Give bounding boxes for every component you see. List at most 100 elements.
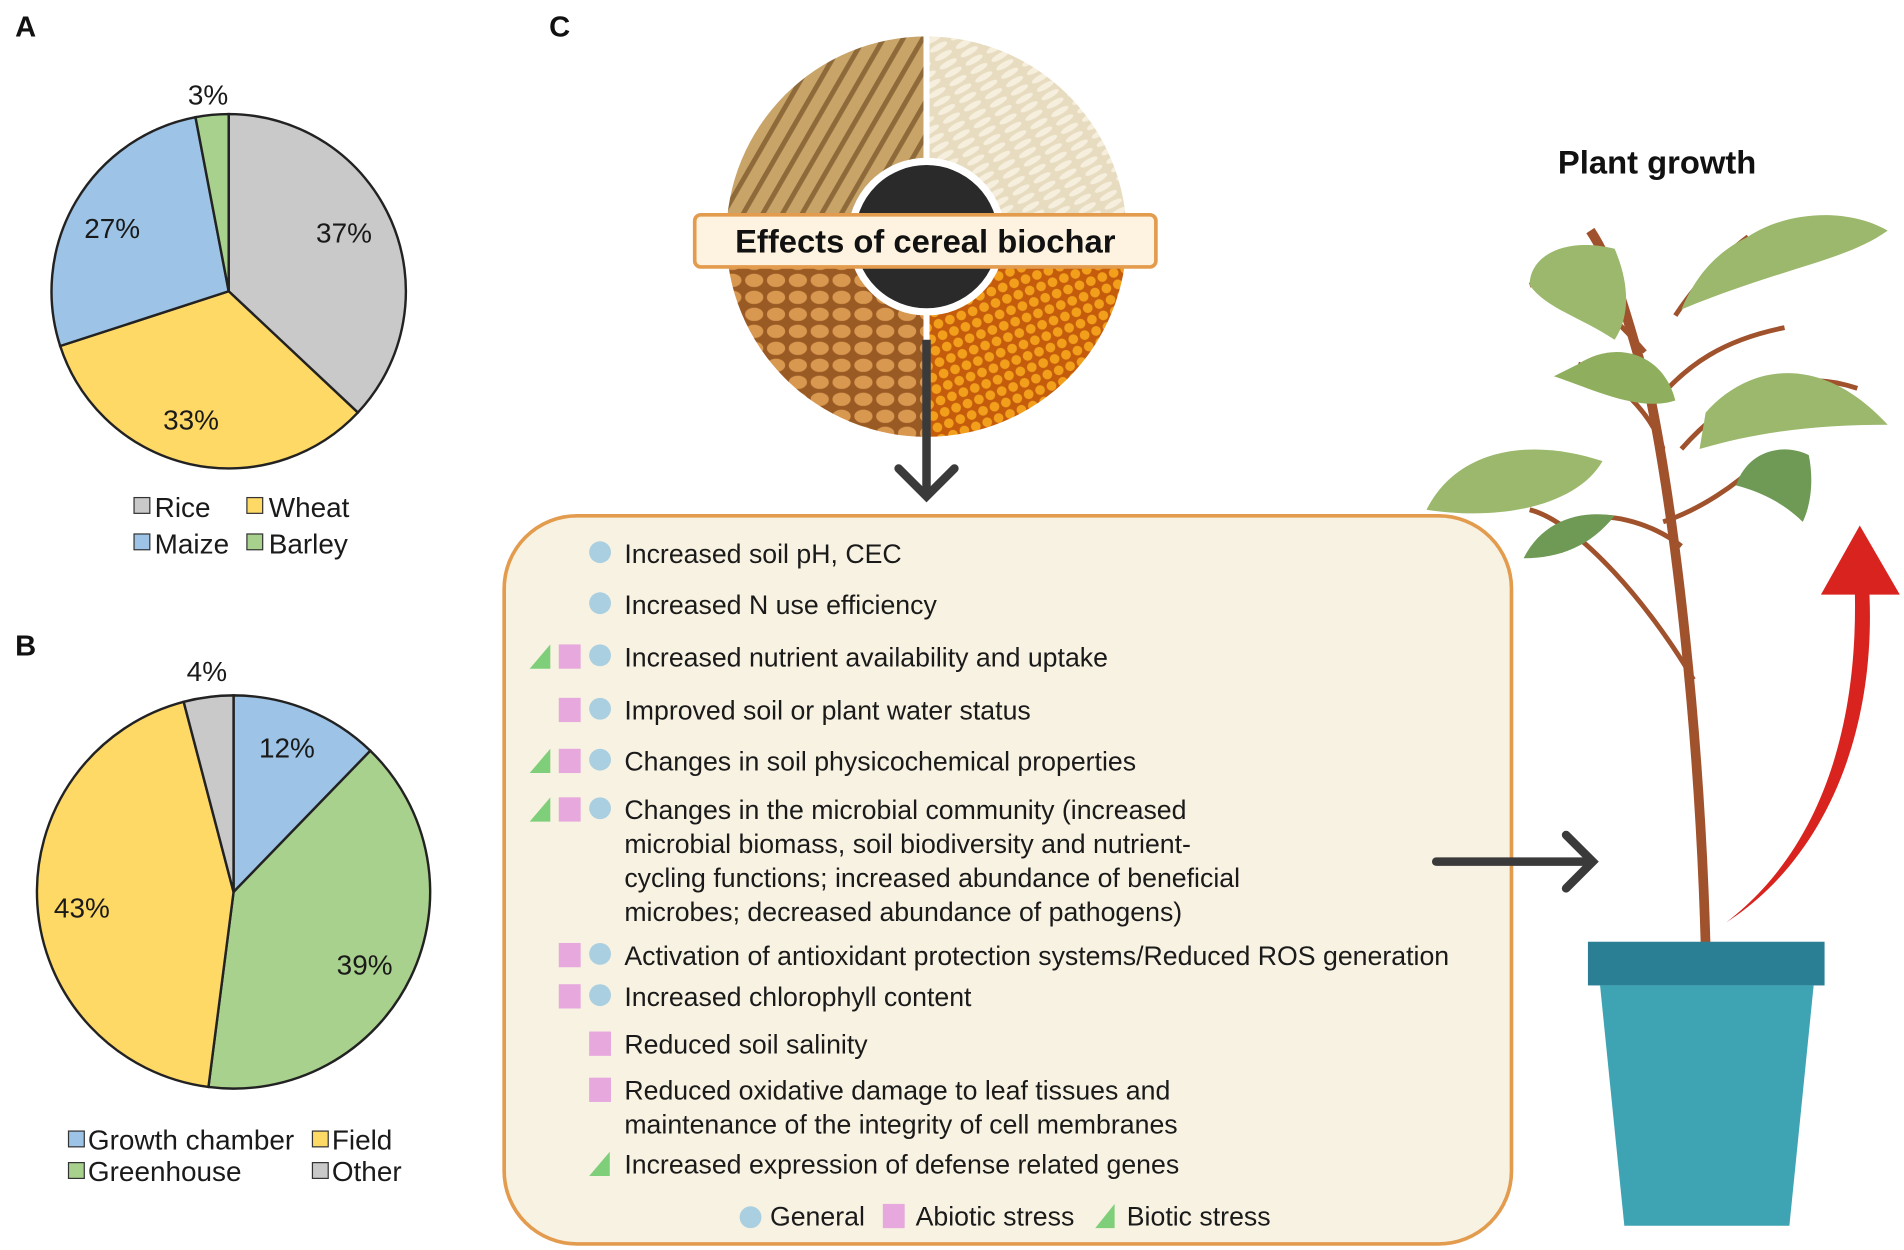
abiotic-icon bbox=[558, 797, 581, 822]
legend-label: Rice bbox=[155, 492, 211, 523]
legend-label: Wheat bbox=[269, 492, 350, 523]
effects-legend: General Abiotic stress Biotic stress bbox=[739, 1202, 1271, 1232]
general-icon bbox=[589, 592, 611, 615]
legend-general: General bbox=[770, 1202, 865, 1232]
effect-item: Changes in soil physicochemical properti… bbox=[529, 747, 1136, 777]
data-label: 3% bbox=[188, 79, 228, 110]
legend-a: Rice Wheat Maize Barley bbox=[133, 492, 350, 559]
cereal-image-circle bbox=[726, 36, 1127, 437]
general-icon bbox=[589, 644, 611, 667]
pie-slice-maize bbox=[50, 115, 231, 348]
effects-list: Increased soil pH, CEC Increased N use ef… bbox=[529, 539, 1449, 1180]
diagram-title: Effects of cereal biochar bbox=[735, 222, 1116, 259]
effect-text: Changes in the microbial community (incr… bbox=[624, 795, 1186, 825]
growth-arrow bbox=[1726, 525, 1900, 923]
right-arrow bbox=[1431, 830, 1599, 893]
legend-label: Field bbox=[332, 1124, 393, 1155]
pot-rim bbox=[1587, 941, 1825, 986]
general-icon bbox=[589, 748, 611, 771]
pie-slice-rice bbox=[227, 112, 408, 415]
data-label: 4% bbox=[187, 656, 227, 687]
abiotic-icon bbox=[589, 1077, 611, 1102]
effects-box bbox=[502, 513, 1514, 1246]
abiotic-icon bbox=[882, 1203, 905, 1229]
panel-label-b: B bbox=[15, 630, 36, 662]
general-icon bbox=[589, 942, 611, 965]
pot-body bbox=[1600, 985, 1814, 1226]
legend-label: Greenhouse bbox=[88, 1156, 242, 1187]
legend-b: Growth chamber Field Greenhouse Other bbox=[67, 1124, 402, 1187]
effect-text: Increased nutrient availability and upta… bbox=[624, 642, 1108, 672]
legend-swatch-wheat bbox=[246, 496, 264, 514]
general-icon bbox=[589, 541, 611, 564]
panel-label-a: A bbox=[15, 11, 36, 43]
data-label: 39% bbox=[337, 950, 393, 981]
effect-text: Improved soil or plant water status bbox=[624, 696, 1030, 726]
effect-text: Activation of antioxidant protection sys… bbox=[624, 941, 1449, 971]
data-label: 43% bbox=[54, 892, 110, 923]
pie-slice-barley bbox=[194, 112, 230, 292]
pie-b-labels: 12% 39% 43% 4% bbox=[54, 656, 393, 981]
plant-icon bbox=[1426, 215, 1888, 1226]
effect-text: Reduced soil salinity bbox=[624, 1029, 868, 1059]
abiotic-icon bbox=[558, 644, 581, 669]
effect-text: microbes; decreased abundance of pathoge… bbox=[624, 897, 1182, 927]
legend-swatch-barley bbox=[246, 533, 264, 551]
general-icon bbox=[589, 797, 611, 820]
legend-label: Growth chamber bbox=[88, 1124, 294, 1155]
biotic-icon bbox=[529, 748, 551, 774]
effect-text: Increased chlorophyll content bbox=[624, 982, 972, 1012]
effect-text: Increased expression of defense related … bbox=[624, 1150, 1179, 1180]
legend-label: Other bbox=[332, 1156, 402, 1187]
pie-a-labels: 37% 33% 27% 3% bbox=[84, 79, 372, 435]
plant-growth-label: Plant growth bbox=[1558, 144, 1756, 181]
legend-label: Barley bbox=[269, 528, 348, 559]
legend-swatch-field bbox=[311, 1130, 329, 1148]
pie-slice-field bbox=[35, 700, 235, 1089]
effect-text: Increased N use efficiency bbox=[624, 590, 937, 620]
abiotic-icon bbox=[558, 748, 581, 774]
effect-item: Activation of antioxidant protection sys… bbox=[558, 941, 1449, 971]
legend-label: Maize bbox=[155, 528, 229, 559]
legend-biotic: Biotic stress bbox=[1127, 1202, 1271, 1232]
data-label: 37% bbox=[316, 218, 372, 249]
effect-item: Increased soil pH, CEC bbox=[589, 539, 902, 569]
title-box bbox=[692, 212, 1158, 269]
data-label: 27% bbox=[84, 213, 140, 244]
pie-slice-other bbox=[182, 694, 235, 893]
legend-abiotic: Abiotic stress bbox=[916, 1202, 1075, 1232]
effect-item: Changes in the microbial community (incr… bbox=[529, 795, 1240, 927]
pie-slice-growth-chamber bbox=[232, 694, 373, 895]
legend-swatch-growth-chamber bbox=[67, 1130, 85, 1148]
effect-item: Increased expression of defense related … bbox=[589, 1150, 1179, 1180]
legend-swatch-maize bbox=[133, 533, 151, 551]
effect-item: Reduced soil salinity bbox=[589, 1029, 868, 1059]
effect-item: Increased chlorophyll content bbox=[558, 982, 972, 1012]
legend-swatch-rice bbox=[133, 496, 151, 514]
effect-text: cycling functions; increased abundance o… bbox=[624, 863, 1240, 893]
effect-item: Reduced oxidative damage to leaf tissues… bbox=[589, 1076, 1178, 1139]
abiotic-icon bbox=[589, 1031, 611, 1056]
pie-slice-wheat bbox=[58, 289, 360, 470]
legend-swatch-greenhouse bbox=[67, 1162, 85, 1180]
abiotic-icon bbox=[558, 984, 581, 1009]
down-arrow bbox=[894, 339, 959, 503]
effect-text: microbial biomass, soil biodiversity and… bbox=[624, 829, 1191, 859]
general-icon bbox=[739, 1206, 762, 1229]
abiotic-icon bbox=[558, 942, 581, 968]
biotic-icon bbox=[529, 644, 551, 669]
data-label: 12% bbox=[259, 732, 315, 763]
pie-chart-crops bbox=[50, 112, 408, 470]
biotic-icon bbox=[589, 1151, 610, 1176]
pie-slice-greenhouse bbox=[207, 749, 432, 1090]
effect-item: Increased N use efficiency bbox=[589, 590, 937, 620]
effect-text: Increased soil pH, CEC bbox=[624, 539, 901, 569]
effect-item: Increased nutrient availability and upta… bbox=[529, 642, 1108, 672]
effect-text: Reduced oxidative damage to leaf tissues… bbox=[624, 1076, 1170, 1106]
panel-label-c: C bbox=[549, 11, 570, 43]
abiotic-icon bbox=[558, 697, 581, 723]
data-label: 33% bbox=[163, 405, 219, 436]
effect-text: maintenance of the integrity of cell mem… bbox=[624, 1109, 1177, 1139]
biotic-icon bbox=[1095, 1203, 1115, 1229]
